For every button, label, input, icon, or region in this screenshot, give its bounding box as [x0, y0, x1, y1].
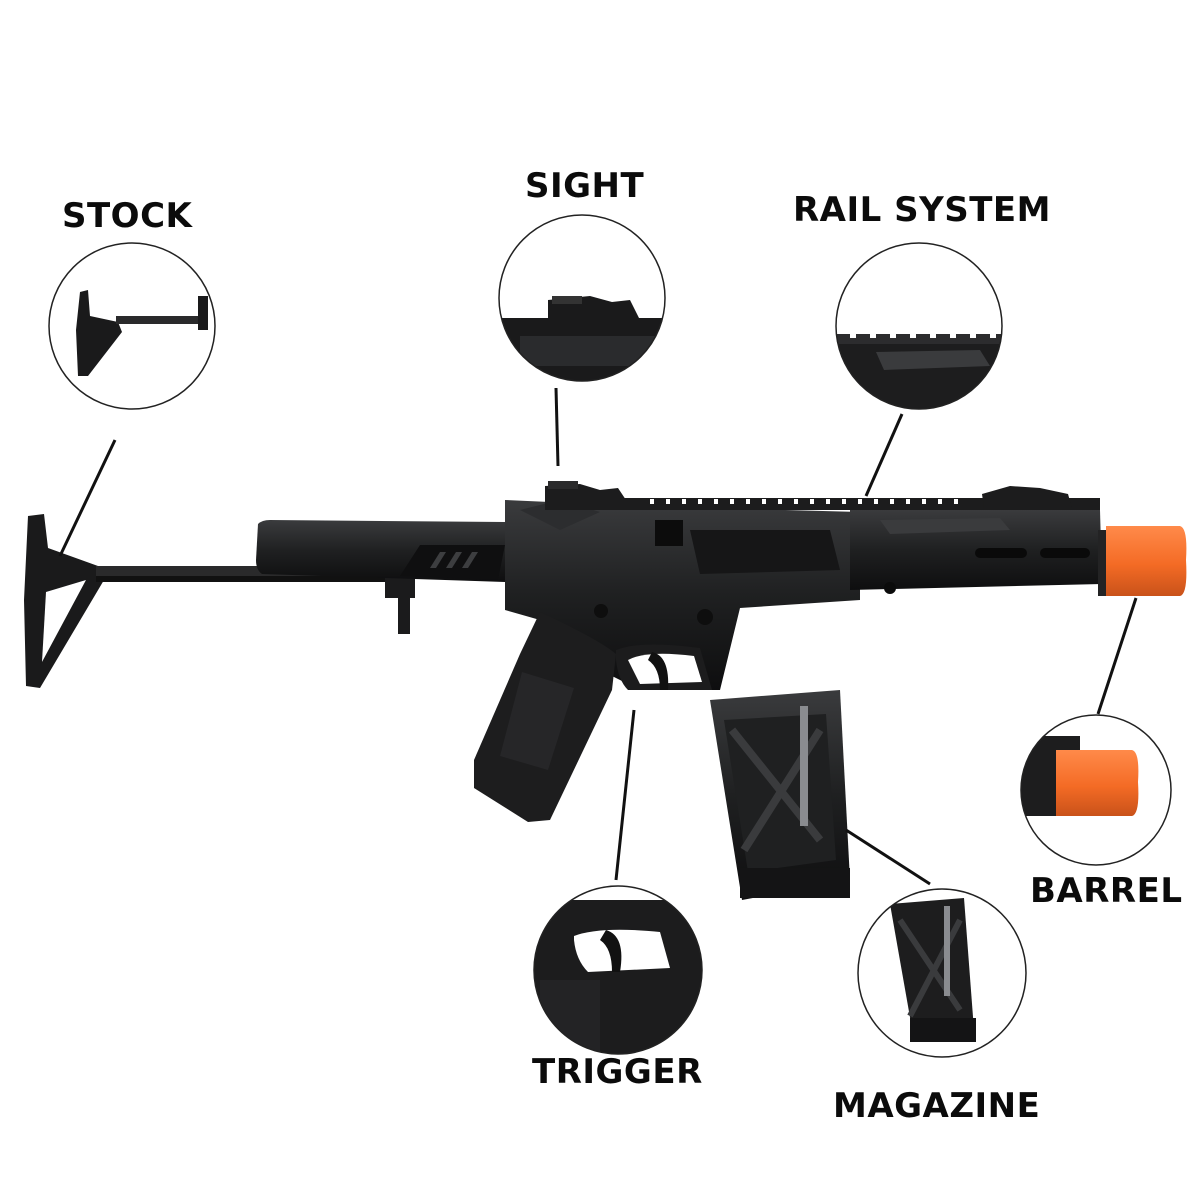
rail-system-label: RAIL SYSTEM — [793, 190, 1051, 230]
stock-leader — [58, 439, 117, 557]
magazine-leader — [845, 828, 931, 886]
sight-label: SIGHT — [525, 166, 645, 206]
magazine-zoom — [857, 888, 1027, 1058]
rifle — [24, 481, 1187, 900]
front-sight — [982, 486, 1072, 508]
rail-leader — [864, 413, 904, 497]
leader-lines — [58, 387, 1138, 886]
barrel-tip — [1106, 526, 1187, 596]
sight-leader — [554, 387, 560, 467]
rail-zoom — [835, 242, 1003, 410]
sight-zoom — [498, 214, 666, 382]
trigger-label: TRIGGER — [532, 1052, 703, 1092]
magazine-label: MAGAZINE — [833, 1086, 1041, 1126]
trigger-zoom — [533, 885, 703, 1055]
barrel-leader — [1096, 597, 1138, 715]
trigger-leader — [614, 709, 636, 881]
stock-label: STOCK — [62, 196, 193, 236]
trigger — [648, 652, 669, 690]
stock-zoom — [48, 242, 216, 410]
barrel-label: BARREL — [1030, 871, 1183, 911]
barrel-zoom — [1020, 714, 1172, 866]
